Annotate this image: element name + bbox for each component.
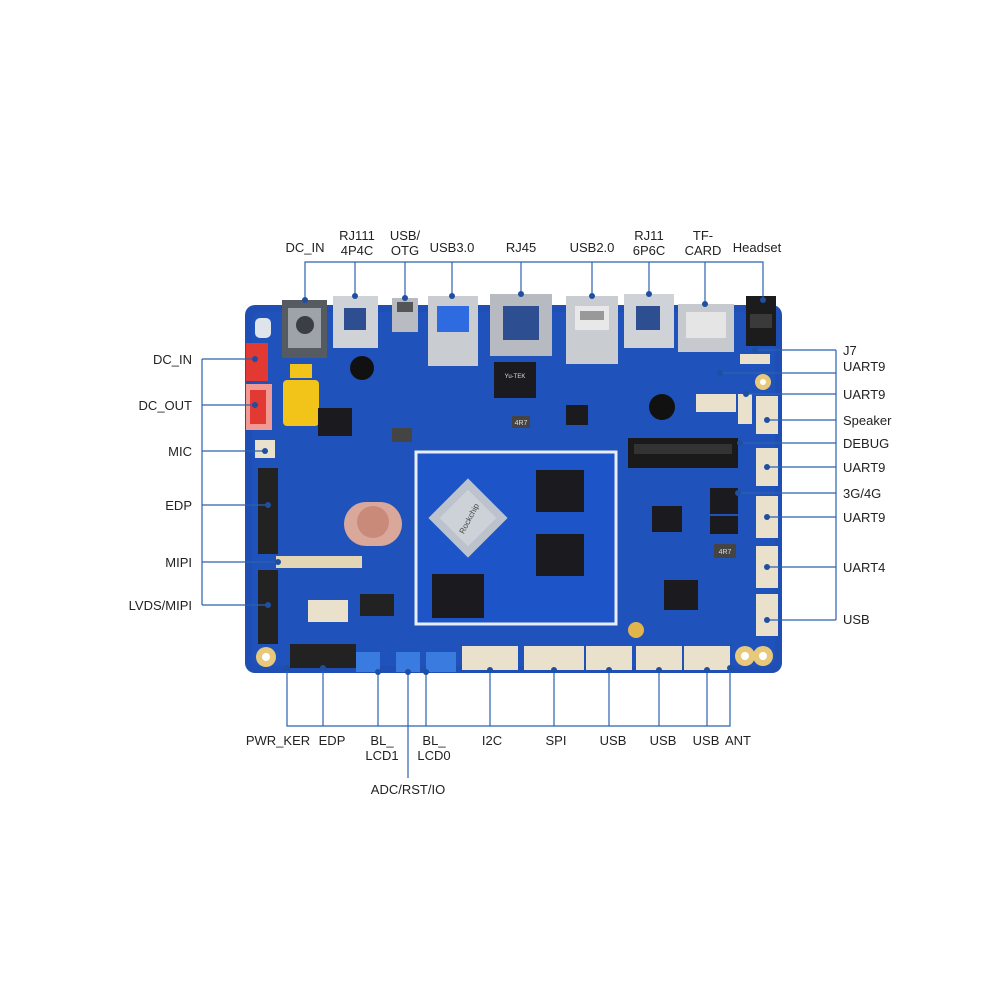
- coin-cell-holder: [344, 502, 402, 546]
- label-bottom-bl-lcd1: BL_ LCD1: [365, 733, 398, 763]
- label-bottom-bl-lcd0-line2: LCD0: [417, 748, 451, 763]
- label-bottom-adc-rst-io: ADC/RST/IO: [370, 782, 446, 797]
- label-right-uart9-c: UART9: [843, 460, 886, 475]
- label-top-rj111-line1: RJ111: [339, 228, 375, 243]
- label-top-tf-card: TF- CARD: [685, 228, 722, 258]
- rj111-port: [333, 296, 378, 348]
- label-bottom-bl-lcd0: BL_ LCD0: [417, 733, 450, 763]
- yellow-fuse: [283, 364, 319, 426]
- som-module: Rockchip: [414, 450, 618, 626]
- label-top-rj11-line1: RJ11: [634, 228, 664, 243]
- label-top-usb20: USB2.0: [569, 240, 615, 255]
- label-top-tf-card-line1: TF-: [692, 228, 714, 243]
- usb-otg-port: [392, 298, 418, 332]
- mounting-holes: [255, 318, 773, 667]
- label-left-dc-out: DC_OUT: [138, 398, 192, 413]
- usb30-port: [428, 296, 478, 366]
- label-top-tf-card-line2: CARD: [684, 243, 722, 258]
- label-left-edp: EDP: [165, 498, 192, 513]
- dc-in-jack-top: [282, 300, 327, 358]
- dc-in-left-connector: [246, 343, 268, 381]
- label-bottom-bl-lcd0-line1: BL_: [422, 733, 446, 748]
- label-right-j7: J7: [843, 343, 857, 358]
- label-bottom-usb-b: USB: [649, 733, 677, 748]
- dc-out-connector: [246, 384, 272, 430]
- label-top-rj111-line2: 4P4C: [340, 243, 374, 258]
- label-top-rj11: RJ11 6P6C: [633, 228, 666, 258]
- label-bottom-pwr-key: PWR_KER: [245, 733, 311, 748]
- label-top-rj45: RJ45: [505, 240, 537, 255]
- board-chips: Yu-TEK 4R7 4R7: [318, 362, 738, 610]
- label-left-mipi: MIPI: [165, 555, 192, 570]
- leader-dots: [252, 291, 770, 675]
- label-right-debug: DEBUG: [843, 436, 890, 451]
- label-right-3g4g: 3G/4G: [843, 486, 882, 501]
- label-top-usb-otg-line1: USB/: [389, 228, 421, 243]
- rj45-port: [490, 294, 552, 356]
- wifi-chip-label: Yu-TEK: [505, 374, 526, 380]
- usb20-port: [566, 296, 618, 364]
- label-right-uart9-d: UART9: [843, 510, 886, 525]
- label-bottom-usb-c: USB: [692, 733, 720, 748]
- label-left-lvds-mipi: LVDS/MIPI: [128, 598, 192, 613]
- electrolytic-capacitor: [350, 356, 675, 420]
- label-top-usb-otg-line2: OTG: [390, 243, 420, 258]
- tf-card-slot: [678, 304, 734, 352]
- label-bottom-edp: EDP: [318, 733, 346, 748]
- label-top-rj111: RJ111 4P4C: [339, 228, 375, 258]
- label-bottom-ant: ANT: [725, 733, 751, 748]
- label-top-usb30: USB3.0: [429, 240, 475, 255]
- label-bottom-usb-a: USB: [599, 733, 627, 748]
- label-right-usb: USB: [843, 612, 870, 627]
- label-right-uart9-a: UART9: [843, 359, 886, 374]
- leader-lines: [201, 261, 837, 778]
- label-top-dc-in: DC_IN: [285, 240, 325, 255]
- edp-header: [258, 468, 278, 554]
- label-right-speaker: Speaker: [843, 413, 892, 428]
- mini-pcie-slot: [628, 438, 738, 468]
- label-top-rj11-line2: 6P6C: [632, 243, 666, 258]
- badge-4r7-b: 4R7: [719, 549, 732, 556]
- label-left-mic: MIC: [168, 444, 192, 459]
- right-connectors: [696, 354, 778, 636]
- headset-jack: [746, 296, 776, 346]
- label-right-uart4: UART4: [843, 560, 886, 575]
- rj11-port: [624, 294, 674, 348]
- label-bottom-bl-lcd1-line2: LCD1: [365, 748, 399, 763]
- bottom-connectors: [290, 594, 730, 672]
- badge-4r7-a: 4R7: [515, 420, 528, 427]
- label-right-uart9-b: UART9: [843, 387, 886, 402]
- label-bottom-bl-lcd1-line1: BL_: [370, 733, 394, 748]
- label-bottom-i2c: I2C: [481, 733, 503, 748]
- label-top-headset: Headset: [732, 240, 782, 255]
- label-left-dc-in: DC_IN: [152, 352, 192, 367]
- label-bottom-spi: SPI: [545, 733, 567, 748]
- label-top-usb-otg: USB/ OTG: [390, 228, 420, 258]
- mipi-fpc: [276, 556, 362, 568]
